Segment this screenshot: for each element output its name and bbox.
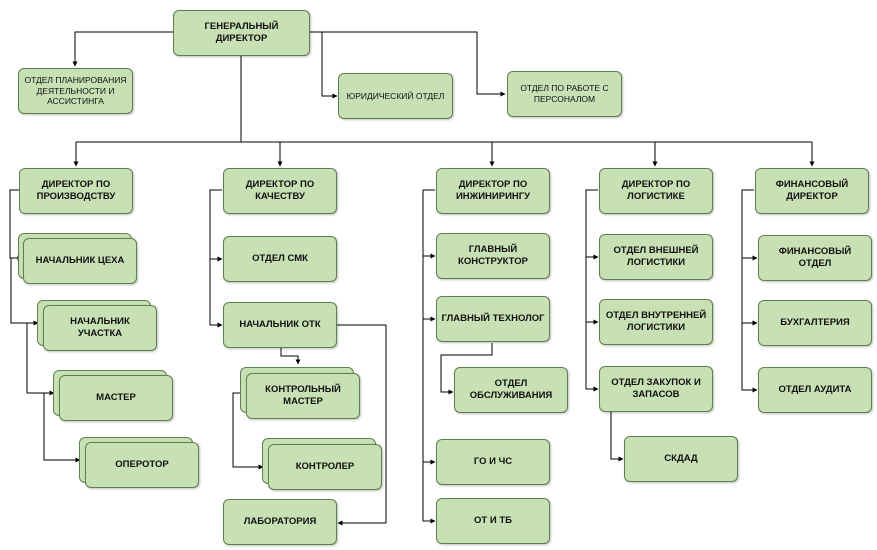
control-master-box: КОНТРОЛЬНЫЙ МАСТЕР: [246, 373, 360, 419]
service-dept-box: ОТДЕЛ ОБСЛУЖИВАНИЯ: [454, 367, 568, 413]
connector-ceo-legal: [310, 31, 338, 99]
connector-ceo-planning: [72, 31, 173, 67]
connector-otk-cmaster: [280, 348, 301, 365]
connector-otk-lab: [337, 324, 387, 526]
connector-quality-otk: [209, 259, 223, 328]
connector-ceo-hr: [310, 31, 506, 97]
warehouse-box: СКДАД: [624, 436, 738, 482]
section-chief-box: НАЧАЛЬНИК УЧАСТКА: [43, 305, 157, 351]
accounting-box: БУХГАЛТЕРИЯ: [758, 300, 872, 346]
connector-eng-gochs: [422, 319, 436, 465]
connector-fin-audit: [741, 323, 758, 393]
connector-eng-technologist: [422, 256, 436, 322]
connector-log-internal: [585, 257, 599, 325]
connector-log-purchasing: [585, 322, 599, 392]
hr-dept-box: ОТДЕЛ ПО РАБОТЕ С ПЕРСОНАЛОМ: [507, 71, 622, 117]
connector-section-master: [26, 322, 55, 396]
operator-box: ОПЕРОТОР: [85, 442, 199, 488]
connector-master-operator: [43, 392, 81, 463]
laboratory-box: ЛАБОРАТОРИЯ: [223, 499, 337, 545]
finance-director-box: ФИНАНСОВЫЙ ДИРЕКТОР: [755, 168, 869, 214]
planning-dept-box: ОТДЕЛ ПЛАНИРОВАНИЯ ДЕЯТЕЛЬНОСТИ И АССИСТ…: [18, 68, 133, 114]
external-logistics-box: ОТДЕЛ ВНЕШНЕЙ ЛОГИСТИКИ: [599, 234, 713, 280]
otk-chief-box: НАЧАЛЬНИК ОТК: [223, 302, 337, 348]
ceo-box: ГЕНЕРАЛЬНЫЙ ДИРЕКТОР: [173, 10, 310, 56]
chief-technologist-box: ГЛАВНЫЙ ТЕХНОЛОГ: [436, 296, 550, 342]
connector-fin-accounting: [741, 258, 758, 326]
purchasing-dept-box: ОТДЕЛ ЗАКУПОК И ЗАПАСОВ: [599, 366, 713, 412]
chief-designer-box: ГЛАВНЫЙ КОНСТРУКТОР: [436, 233, 550, 279]
ot-tb-box: ОТ И ТБ: [436, 498, 550, 544]
connector-fin-dept: [741, 189, 758, 261]
connector-log-external: [585, 189, 599, 260]
connector-quality-smk: [209, 189, 223, 262]
shop-chief-box: НАЧАЛЬНИК ЦЕХА: [23, 238, 137, 284]
connector-technologist-service: [440, 343, 493, 395]
connector-eng-designer: [422, 189, 436, 259]
smk-dept-box: ОТДЕЛ СМК: [223, 236, 337, 282]
master-box: МАСТЕР: [59, 375, 173, 421]
go-chs-box: ГО И ЧС: [436, 439, 550, 485]
controller-box: КОНТРОЛЕР: [268, 444, 382, 490]
audit-dept-box: ОТДЕЛ АУДИТА: [758, 367, 872, 413]
engineering-director-box: ДИРЕКТОР ПО ИНЖИНИРИНГУ: [436, 168, 550, 214]
connector-purchasing-warehouse: [610, 412, 624, 462]
connector-cmaster-controller: [232, 392, 264, 470]
connector-shop-section: [10, 257, 39, 326]
finance-dept-box: ФИНАНСОВЫЙ ОТДЕЛ: [758, 235, 872, 281]
internal-logistics-box: ОТДЕЛ ВНУТРЕННЕЙ ЛОГИСТИКИ: [599, 299, 713, 345]
connector-eng-ottb: [422, 462, 436, 524]
quality-director-box: ДИРЕКТОР ПО КАЧЕСТВУ: [223, 168, 337, 214]
production-director-box: ДИРЕКТОР ПО ПРОИЗВОДСТВУ: [19, 168, 133, 214]
legal-dept-box: ЮРИДИЧЕСКИЙ ОТДЕЛ: [338, 73, 453, 119]
logistics-director-box: ДИРЕКТОР ПО ЛОГИСТИКЕ: [599, 168, 713, 214]
